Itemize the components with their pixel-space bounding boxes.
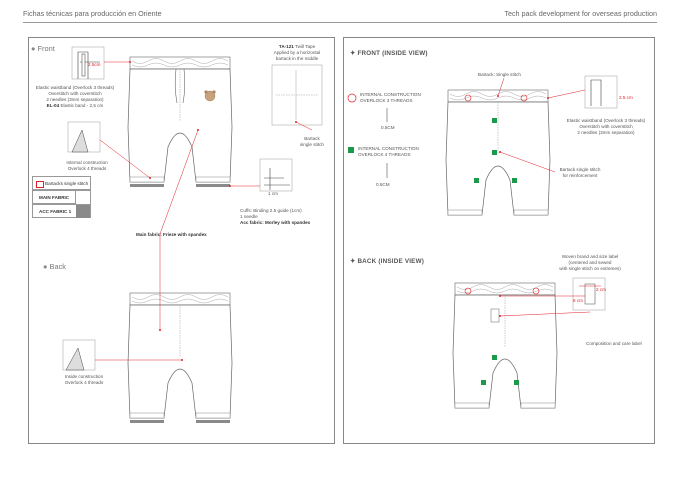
reinforce-note: Bartack single stitch for reinforcement <box>559 167 601 178</box>
diamond-icon: ✦ <box>350 258 356 265</box>
composition-note: Composition and care label <box>586 341 642 346</box>
header-right-title: Tech pack development for overseas produ… <box>504 9 657 18</box>
right-panel <box>343 37 655 444</box>
main-fabric-swatch <box>75 191 90 204</box>
legend-overlock4-size: 0.5CM <box>376 182 390 187</box>
waist-note: Elastic waistband (Overlock 3 threads) O… <box>566 118 646 135</box>
legend-main-fabric: MAIN FABRIC <box>32 190 91 204</box>
waist-measure: 2.5 cm <box>619 95 633 100</box>
front-inside-title: ✦ FRONT (INSIDE VIEW) <box>350 50 428 57</box>
legend-overlock3: INTERNAL CONSTRUCTION OVERLOCK 3 THREADS <box>360 92 421 103</box>
back-label: ● Back <box>43 262 66 271</box>
front-label: ● Front <box>31 44 55 53</box>
cuff-note: Cuffs: Binding 2.5 guide (1cm) 1 needle … <box>240 208 311 225</box>
acc-fabric-swatch <box>76 205 90 218</box>
bartack-single-note: Bartack: Single stitch <box>478 72 521 77</box>
legend-overlock4: INTERNAL CONSTRUCTION OVERLOCK 4 THREADS <box>358 146 419 157</box>
left-panel <box>28 37 335 444</box>
bullet-icon: ● <box>43 262 48 271</box>
internal-construction-note: Internal construction Overlock 4 threads <box>66 160 108 171</box>
inside-construction-note: Inside construction Overlock 4 threads <box>64 374 104 385</box>
bartack-note: Bartack single stitch <box>299 136 324 147</box>
cuff-measure: 1 cm <box>268 191 278 196</box>
waistband-measure: 2.5cm <box>88 62 101 67</box>
label-note: Woven brand and size label (centered and… <box>559 254 621 271</box>
legend-acc-fabric: ACC FABRIC 1 <box>32 204 91 218</box>
label-measure-left: 6 cm <box>573 298 583 303</box>
back-inside-title: ✦ BACK (INSIDE VIEW) <box>350 258 425 265</box>
waistband-note: Elastic waistband (Overlock 3 threads) O… <box>35 85 115 108</box>
main-fabric-note: Main fabric: Frieze with spandex <box>136 232 207 237</box>
header-rule <box>23 22 657 23</box>
bartack-swatch <box>36 181 44 188</box>
legend-overlock3-size: 0.5CM <box>381 125 395 130</box>
header-left-title: Fichas técnicas para producción en Orien… <box>23 9 162 18</box>
legend-bartacks: Bartacks single stitch <box>32 176 91 190</box>
twill-tape-note: TA-121 Twill Tape Applied by a horizonta… <box>273 44 321 61</box>
label-measure-top: 2 cm <box>596 287 606 292</box>
diamond-icon: ✦ <box>350 50 356 57</box>
bullet-icon: ● <box>31 44 36 53</box>
